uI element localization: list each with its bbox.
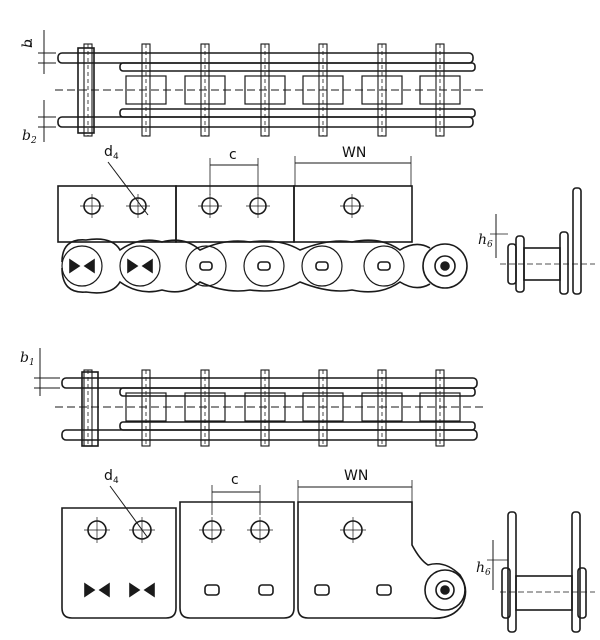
roller — [419, 392, 461, 422]
rivet-mark — [84, 582, 110, 598]
link-roller — [243, 245, 285, 287]
b1-top-sub: 1 — [28, 39, 34, 49]
top-chain-side-view — [57, 156, 468, 294]
c-bottom-label: c — [231, 472, 239, 488]
link-hole — [199, 261, 213, 271]
rivet-mark — [69, 258, 95, 274]
pin — [435, 43, 445, 137]
roller — [302, 75, 344, 105]
pin — [260, 43, 270, 137]
b1-top-label: b — [20, 39, 36, 48]
roller — [125, 392, 167, 422]
d4-bottom-sub: 4 — [113, 476, 119, 486]
pin — [377, 369, 387, 447]
d4-top-sub: 4 — [113, 152, 119, 162]
roller — [361, 75, 403, 105]
link-roller — [363, 245, 405, 287]
bottom-chain-side-view — [61, 480, 467, 620]
h6-bottom-sub: 6 — [485, 568, 491, 578]
link-hole — [257, 261, 271, 271]
pin — [260, 369, 270, 447]
h6-bottom-label: h — [476, 560, 485, 576]
bottom-chain-end-view — [487, 511, 595, 633]
link-hole — [315, 261, 329, 271]
roller — [302, 392, 344, 422]
pin — [141, 369, 151, 447]
pin — [435, 369, 445, 447]
rivet-mark — [127, 258, 153, 274]
roller — [184, 75, 226, 105]
d4-bottom-label: d — [104, 468, 113, 484]
top-chain-plan-view — [38, 30, 485, 142]
roller — [244, 392, 286, 422]
bottom-chain-plan-view — [34, 348, 485, 447]
link-outline — [61, 267, 431, 294]
wn-bottom-label: WN — [344, 468, 368, 484]
c-top-label: c — [229, 147, 237, 163]
link-roller — [301, 245, 343, 287]
b1-bottom-sub: 1 — [29, 358, 35, 368]
top-chain-end-view — [490, 187, 595, 295]
pin — [200, 43, 210, 137]
roller — [125, 75, 167, 105]
pin — [318, 369, 328, 447]
roller — [361, 392, 403, 422]
roller — [184, 392, 226, 422]
b2-label: b — [22, 128, 31, 144]
pin — [141, 43, 151, 137]
pin — [377, 43, 387, 137]
rivet-mark — [129, 582, 155, 598]
b2-sub: 2 — [30, 136, 37, 146]
link-hole — [258, 584, 274, 596]
wn-top-label: WN — [342, 145, 366, 161]
pin — [83, 43, 93, 137]
link-hole — [376, 584, 392, 596]
link-outline — [61, 238, 431, 263]
link-hole — [314, 584, 330, 596]
h6-top-label: h — [478, 232, 487, 248]
link-roller — [61, 245, 103, 287]
pin — [318, 43, 328, 137]
link-hole — [377, 261, 391, 271]
link-roller — [185, 245, 227, 287]
roller — [244, 75, 286, 105]
d4-top-label: d — [104, 144, 113, 160]
h6-top-sub: 6 — [487, 240, 493, 250]
link-roller — [119, 245, 161, 287]
link-hole — [204, 584, 220, 596]
pin — [200, 369, 210, 447]
b1-bottom-label: b — [20, 350, 29, 366]
roller — [419, 75, 461, 105]
